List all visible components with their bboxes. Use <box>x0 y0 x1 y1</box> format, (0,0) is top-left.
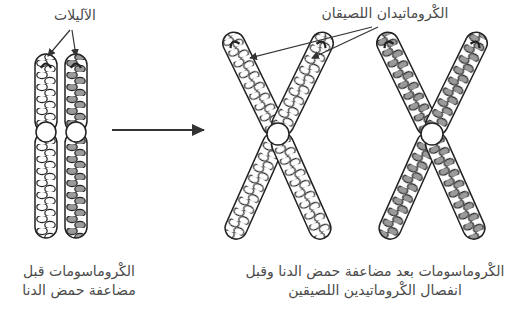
chromosome-white <box>35 54 57 238</box>
centromere <box>36 122 56 142</box>
illustration-part <box>268 130 334 243</box>
leader-line <box>250 27 372 58</box>
centromere <box>421 123 443 145</box>
allele-mark <box>383 40 394 48</box>
allele-mark <box>470 40 481 48</box>
illustration-part <box>422 130 488 243</box>
allele-mark <box>71 64 81 69</box>
chromosome-arm <box>35 132 57 238</box>
leader-line <box>312 27 378 58</box>
centromere <box>267 123 289 145</box>
chromosome-arm <box>65 54 87 132</box>
illustration-part <box>65 54 87 132</box>
allele-mark <box>229 40 240 48</box>
allele-label: الآليلات <box>51 6 99 25</box>
illustration-part <box>35 54 57 132</box>
process-arrow <box>112 129 204 131</box>
chromosome-arm <box>65 132 87 238</box>
leader-line <box>48 30 70 56</box>
replicated-chromosome-white <box>219 29 337 243</box>
chromatid-arm <box>268 130 334 243</box>
leader-line <box>72 30 76 56</box>
caption-after: الكْروماسومات بعد مضاعفة حمض الدنا وقبل … <box>228 262 522 300</box>
chromatid-label: الكْروماتيدان اللصيقان <box>318 4 451 23</box>
allele-mark <box>41 64 51 69</box>
chromosome-grey <box>65 54 87 238</box>
centromere <box>66 122 86 142</box>
illustration-part <box>35 132 57 238</box>
chromosome-arm <box>35 54 57 132</box>
illustration-part <box>65 132 87 238</box>
caption-before: الكْروماسومات قبل مضاعفة حمض الدنا <box>4 262 154 300</box>
chromatid-arm <box>422 130 488 243</box>
replicated-chromosome-grey <box>373 29 491 243</box>
